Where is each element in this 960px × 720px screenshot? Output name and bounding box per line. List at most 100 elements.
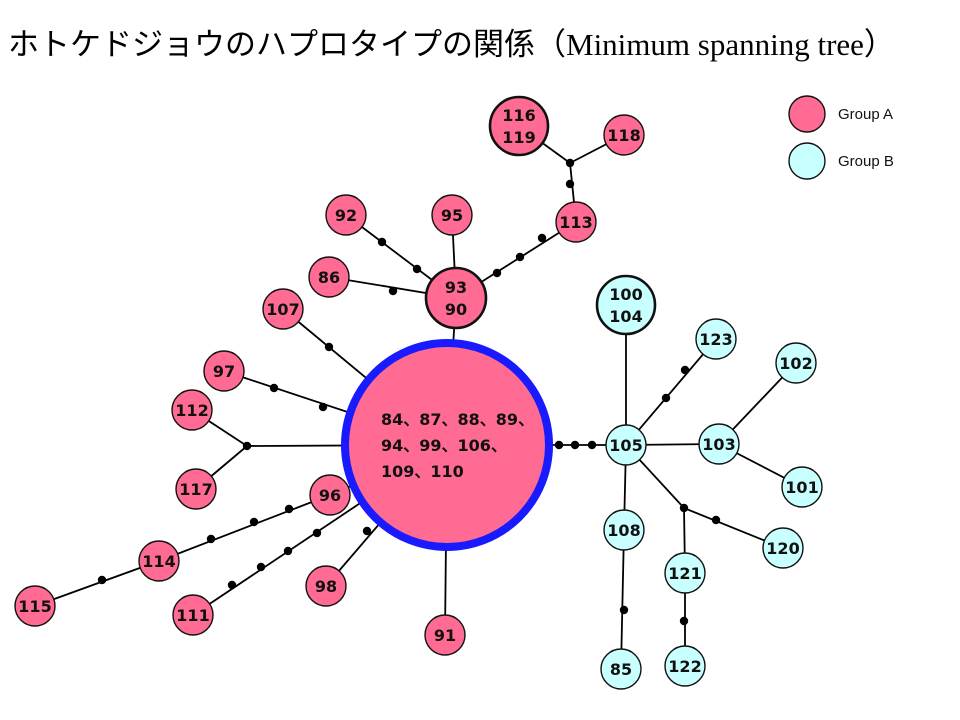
- node-label: 123: [699, 330, 732, 349]
- haplotype-node-n118: 118: [603, 114, 645, 156]
- node-label: 117: [179, 480, 212, 499]
- mutation-dot: [377, 237, 387, 247]
- haplotype-node-n96: 96: [309, 474, 351, 516]
- haplotype-node-n105: 105: [605, 424, 647, 466]
- haplotype-node-n91: 91: [424, 614, 466, 656]
- node-circle: [171, 389, 213, 431]
- haplotype-node-n108: 108: [603, 509, 645, 551]
- node-circle: [555, 201, 597, 243]
- haplotype-node-n112: 112: [171, 389, 213, 431]
- haplotype-node-n107: 107: [262, 288, 304, 330]
- node-label: 122: [668, 657, 701, 676]
- node-label: 120: [766, 539, 799, 558]
- slide-title: ホトケドジョウのハプロタイプの関係（Minimum spanning tree）: [8, 22, 952, 68]
- mutation-dot: [661, 393, 671, 403]
- title-paren-open: （: [535, 27, 566, 63]
- node-label: 96: [319, 486, 341, 505]
- node-label: 114: [142, 552, 175, 571]
- mutation-dot: [362, 526, 372, 536]
- node-label: 118: [607, 126, 640, 145]
- node-circle: [603, 114, 645, 156]
- haplotype-node-n102: 102: [775, 342, 817, 384]
- node-circle: [431, 194, 473, 236]
- node-circle: [775, 342, 817, 384]
- node-circle: [305, 565, 347, 607]
- mutation-dot: [249, 517, 259, 527]
- mutation-dot: [284, 504, 294, 514]
- haplotype-node-n122: 122: [664, 645, 706, 687]
- mutation-dot: [256, 562, 266, 572]
- node-label: 121: [668, 564, 701, 583]
- haplotype-node-n120: 120: [762, 527, 804, 569]
- title-jp: ホトケドジョウのハプロタイプの関係: [8, 27, 535, 63]
- mutation-dot: [679, 503, 689, 513]
- mutation-dot: [412, 264, 422, 274]
- haplotype-node-n123: 123: [695, 318, 737, 360]
- node-circle: [424, 266, 488, 330]
- mutation-dot: [206, 534, 216, 544]
- mutation-dot: [283, 546, 293, 556]
- node-circle: [664, 552, 706, 594]
- mutation-dot: [565, 158, 575, 168]
- mutation-dot: [318, 402, 328, 412]
- legend-item-A: Group A: [788, 95, 893, 133]
- node-label: 93: [445, 278, 467, 297]
- node-label: 102: [779, 354, 812, 373]
- node-label: 119: [502, 128, 535, 147]
- node-circle: [175, 468, 217, 510]
- mutation-dots: [97, 158, 721, 626]
- node-label: 84、87、88、89、: [381, 410, 534, 429]
- mutation-dot: [388, 286, 398, 296]
- node-label: 90: [445, 300, 467, 319]
- haplotype-node-n98: 98: [305, 565, 347, 607]
- mutation-dot: [227, 580, 237, 590]
- haplotype-node-hub: 84、87、88、89、94、99、106、109、110: [341, 339, 553, 551]
- node-circle: [695, 318, 737, 360]
- haplotype-node-n103: 103: [698, 423, 740, 465]
- node-label: 86: [318, 268, 340, 287]
- legend-label: Group B: [838, 153, 894, 170]
- haplotype-node-n117: 117: [175, 468, 217, 510]
- haplotype-node-n95: 95: [431, 194, 473, 236]
- mutation-dot: [97, 575, 107, 585]
- node-circle: [600, 648, 642, 690]
- node-circle: [424, 614, 466, 656]
- title-en: Minimum spanning tree: [566, 27, 864, 62]
- mutation-dot: [680, 365, 690, 375]
- node-label: 111: [176, 606, 209, 625]
- node-circle: [595, 274, 657, 336]
- mutation-dot: [565, 179, 575, 189]
- node-circle: [325, 194, 367, 236]
- mutation-dot: [492, 268, 502, 278]
- node-label: 85: [610, 660, 632, 679]
- node-circle: [762, 527, 804, 569]
- legend: Group A Group B: [788, 95, 894, 180]
- node-circle: [664, 645, 706, 687]
- node-label: 107: [266, 300, 299, 319]
- node-label: 94、99、106、: [381, 436, 507, 455]
- node-circle: [698, 423, 740, 465]
- node-label: 95: [441, 206, 463, 225]
- legend-swatch: [788, 95, 826, 133]
- node-label: 103: [702, 435, 735, 454]
- node-label: 115: [18, 597, 51, 616]
- node-circle: [488, 95, 550, 157]
- node-circle: [138, 540, 180, 582]
- node-label: 101: [785, 478, 818, 497]
- node-label: 92: [335, 206, 357, 225]
- legend-item-B: Group B: [788, 142, 894, 180]
- haplotype-node-n115: 115: [14, 585, 56, 627]
- haplotype-node-n114: 114: [138, 540, 180, 582]
- title-paren-close: ）: [863, 27, 895, 63]
- edge-n114-n115: [34, 560, 160, 607]
- mutation-dot: [515, 252, 525, 262]
- haplotype-node-n113: 113: [555, 201, 597, 243]
- mutation-dot: [312, 528, 322, 538]
- node-circle: [308, 256, 350, 298]
- mutation-dot: [242, 441, 252, 451]
- mutation-dot: [554, 440, 564, 450]
- node-label: 113: [559, 213, 592, 232]
